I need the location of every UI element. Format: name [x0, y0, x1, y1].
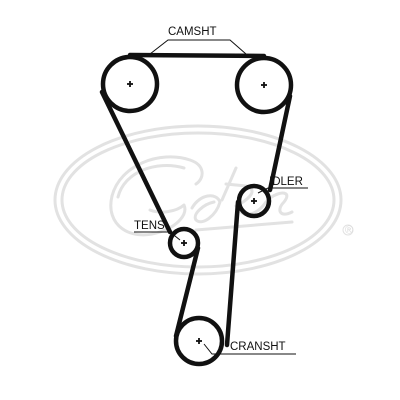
belt-span-cam-right-to-idler [267, 93, 293, 193]
camshaft-pulley-left [100, 54, 160, 114]
watermark-logo: ® [53, 124, 354, 276]
belt-span-top [127, 52, 267, 59]
idler-pulley [236, 183, 272, 219]
hub-plus-icon [251, 198, 257, 204]
tensioner-label: TENS [134, 220, 165, 232]
camshaft-label: CAMSHT [168, 26, 217, 38]
belt-span-idler-to-crank [224, 199, 241, 348]
camshaft-pulley-right [234, 55, 294, 115]
hub-plus-icon [181, 240, 187, 246]
hub-plus-icon [127, 81, 133, 87]
idler-leader-line [257, 187, 308, 194]
watermark-script-lettering [109, 155, 294, 237]
tensioner-leader-line [134, 231, 181, 241]
label-leaders [134, 39, 308, 355]
idler-label: IDLER [269, 176, 303, 188]
watermark-registered-circle [342, 224, 354, 236]
watermark-ellipse-outer [53, 124, 343, 276]
belt-span-tensioner-to-crank [173, 245, 201, 339]
timing-belt [99, 52, 293, 348]
crankshaft-leader-line [203, 343, 296, 355]
watermark-registered-mark: ® [345, 225, 353, 237]
crankshaft-pulley [173, 315, 225, 367]
belt-span-cam-left-to-tensioner [99, 89, 173, 235]
crankshaft-label: CRANSHT [230, 341, 286, 353]
hub-plus-icon [196, 338, 202, 344]
camshaft-leader-line [149, 39, 247, 55]
tensioner-pulley [167, 226, 201, 260]
watermark-ellipse-inner [60, 131, 336, 269]
hub-plus-icon [261, 82, 267, 88]
